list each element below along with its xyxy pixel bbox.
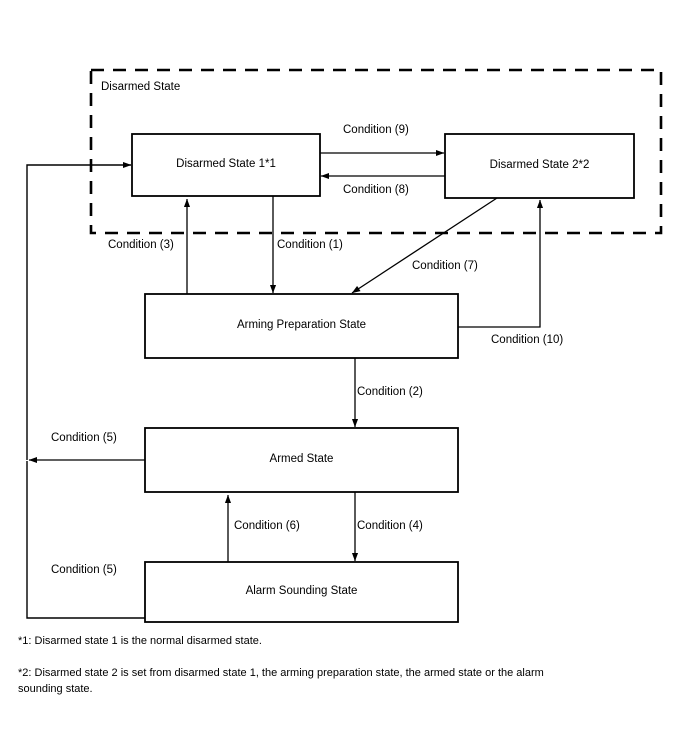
transition-label-condition-1: Condition (1) [277,239,343,251]
transition-label-condition-7: Condition (7) [412,260,478,272]
arrow-condition-10 [458,199,544,328]
disarmed-state-group-label: Disarmed State [101,81,181,93]
transition-label-condition-9: Condition (9) [343,124,409,136]
state-label-disarmed-state-2: Disarmed State 2*2 [489,159,590,171]
transition-label-condition-5-armed: Condition (5) [51,432,117,444]
transition-label-condition-5-alarm: Condition (5) [51,564,117,576]
state-label-alarm-sounding-state: Alarm Sounding State [245,585,358,597]
state-box-disarmed-state-1[interactable] [131,133,321,197]
disarmed-state-group-boundary [89,68,663,235]
transition-label-condition-2: Condition (2) [357,386,423,398]
arrow-condition-5-alarm [26,461,145,619]
footnote-2: *2: Disarmed state 2 is set from disarme… [18,667,544,695]
state-label-armed-state: Armed State [269,453,334,465]
transition-label-condition-10: Condition (10) [491,334,564,346]
state-label-arming-preparation-state: Arming Preparation State [236,319,367,331]
transition-label-condition-4: Condition (4) [357,520,423,532]
state-box-disarmed-state-2[interactable] [444,133,635,199]
transition-label-condition-6: Condition (6) [234,520,300,532]
footnote-1: *1: Disarmed state 1 is the normal disar… [18,635,262,647]
state-label-disarmed-state-1: Disarmed State 1*1 [176,158,276,170]
arrow-return-to-disarmed-state-1 [26,161,132,460]
arrow-condition-7 [351,197,498,294]
state-box-alarm-sounding-state[interactable] [144,561,459,623]
transition-label-condition-8: Condition (8) [343,184,409,196]
state-box-arming-preparation-state[interactable] [144,293,459,359]
transition-label-condition-3: Condition (3) [108,239,174,251]
